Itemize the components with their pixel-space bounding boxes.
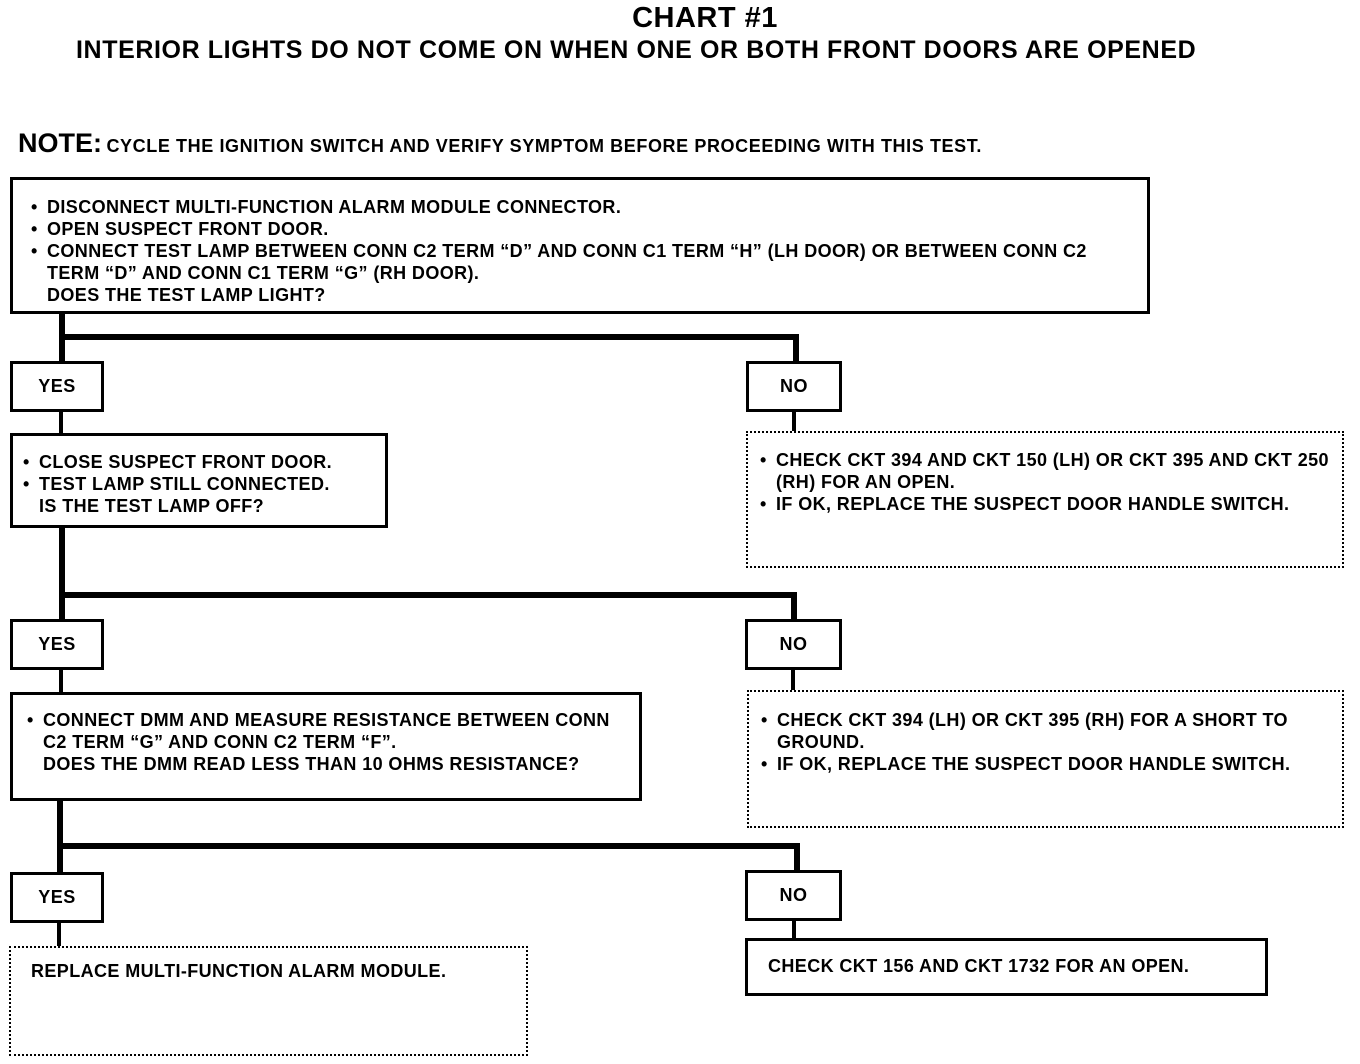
no2-bullets: CHECK CKT 394 (LH) OR CKT 395 (RH) FOR A… [761,709,1330,775]
note-text: CYCLE THE IGNITION SWITCH AND VERIFY SYM… [106,136,982,156]
yes-label: YES [10,872,104,923]
connector-line [793,334,799,363]
step3-bullets: CONNECT DMM AND MEASURE RESISTANCE BETWE… [27,709,627,753]
connector-line [59,592,797,598]
connector-line [791,592,797,621]
bullet-item: IF OK, REPLACE THE SUSPECT DOOR HANDLE S… [761,753,1330,775]
step3-box: CONNECT DMM AND MEASURE RESISTANCE BETWE… [10,692,642,801]
step1-bullets: DISCONNECT MULTI-FUNCTION ALARM MODULE C… [31,196,1129,284]
no1-bullets: CHECK CKT 394 AND CKT 150 (LH) OR CKT 39… [760,449,1330,515]
bullet-item: CONNECT DMM AND MEASURE RESISTANCE BETWE… [27,709,627,753]
connector-line [792,410,796,433]
step2-bullets: CLOSE SUSPECT FRONT DOOR. TEST LAMP STIL… [23,451,375,495]
step1-box: DISCONNECT MULTI-FUNCTION ALARM MODULE C… [10,177,1150,314]
note: NOTE: CYCLE THE IGNITION SWITCH AND VERI… [18,128,982,159]
bullet-item: OPEN SUSPECT FRONT DOOR. [31,218,1129,240]
no-label: NO [746,361,842,412]
bullet-item: TEST LAMP STILL CONNECTED. [23,473,375,495]
step1-question: DOES THE TEST LAMP LIGHT? [47,285,326,305]
connector-line [794,843,800,872]
connector-line [57,799,63,873]
no-label: NO [745,619,842,670]
connector-line [59,526,65,621]
connector-line [792,919,796,940]
bullet-item: IF OK, REPLACE THE SUSPECT DOOR HANDLE S… [760,493,1330,515]
chart-subtitle: INTERIOR LIGHTS DO NOT COME ON WHEN ONE … [76,36,1197,64]
bullet-item: CHECK CKT 394 AND CKT 150 (LH) OR CKT 39… [760,449,1330,493]
bullet-item: CHECK CKT 394 (LH) OR CKT 395 (RH) FOR A… [761,709,1330,753]
step2-box: CLOSE SUSPECT FRONT DOOR. TEST LAMP STIL… [10,433,388,528]
chart-title: CHART #1 [632,2,778,34]
no1-result-box: CHECK CKT 394 AND CKT 150 (LH) OR CKT 39… [746,431,1344,568]
bullet-item: DISCONNECT MULTI-FUNCTION ALARM MODULE C… [31,196,1129,218]
bullet-item: CLOSE SUSPECT FRONT DOOR. [23,451,375,473]
no3-result-box: CHECK CKT 156 AND CKT 1732 FOR AN OPEN. [745,938,1268,996]
yes-label: YES [10,619,104,670]
bullet-item: CONNECT TEST LAMP BETWEEN CONN C2 TERM “… [31,240,1129,284]
connector-line [59,668,63,694]
connector-line [57,919,61,948]
no-label: NO [745,870,842,921]
connector-line [57,843,800,849]
step2-question: IS THE TEST LAMP OFF? [39,496,265,516]
connector-line [791,668,795,692]
yes3-text: REPLACE MULTI-FUNCTION ALARM MODULE. [31,961,447,981]
connector-line [59,410,63,435]
yes-label: YES [10,361,104,412]
step3-question: DOES THE DMM READ LESS THAN 10 OHMS RESI… [43,754,580,774]
connector-line [59,334,799,340]
no2-result-box: CHECK CKT 394 (LH) OR CKT 395 (RH) FOR A… [747,690,1344,828]
note-label: NOTE: [18,128,102,158]
yes3-result-box: REPLACE MULTI-FUNCTION ALARM MODULE. [9,946,528,1056]
no3-text: CHECK CKT 156 AND CKT 1732 FOR AN OPEN. [768,956,1190,976]
